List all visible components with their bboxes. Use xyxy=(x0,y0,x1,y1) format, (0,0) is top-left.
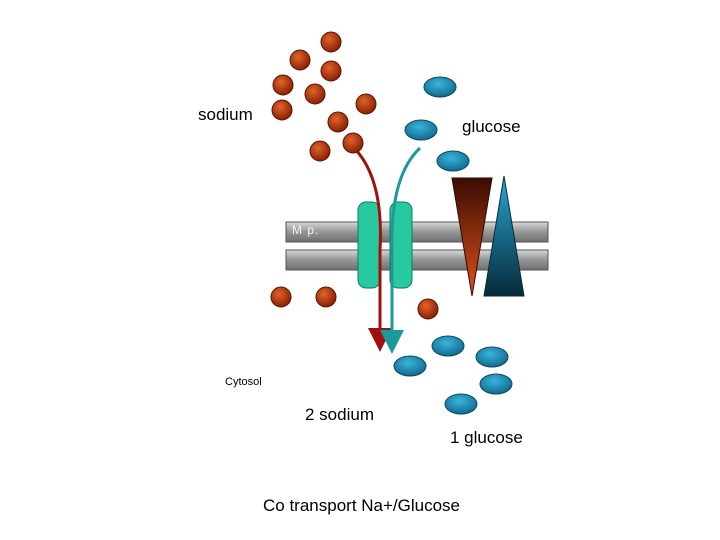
sodium-ion xyxy=(289,49,311,71)
sodium-ions-outside xyxy=(271,31,377,162)
transporter-left-subunit xyxy=(357,201,381,289)
sodium-ion xyxy=(320,60,342,82)
glucose-label: glucose xyxy=(462,117,521,136)
glucose-molecule xyxy=(431,335,465,357)
sodium-ion xyxy=(271,99,293,121)
sodium-ion xyxy=(355,93,377,115)
glucose-count-label: 1 glucose xyxy=(450,428,523,447)
glucose-molecule xyxy=(423,76,457,98)
sodium-gradient-triangle xyxy=(451,177,493,297)
sodium-transport-arrow xyxy=(350,144,392,352)
glucose-molecule xyxy=(436,150,470,172)
sodium-ion xyxy=(417,298,439,320)
sodium-count-label: 2 sodium xyxy=(305,405,374,424)
sodium-ion xyxy=(342,132,364,154)
glucose-gradient-triangle xyxy=(483,175,525,297)
diagram-caption: Co transport Na+/Glucose xyxy=(263,496,461,515)
glucose-molecule xyxy=(475,346,509,368)
glucose-molecule xyxy=(444,393,478,415)
sodium-ion xyxy=(320,31,342,53)
glucose-molecules-inside xyxy=(393,335,513,415)
membrane-label: M p. xyxy=(292,223,320,237)
sodium-ion xyxy=(315,286,337,308)
glucose-transport-arrow xyxy=(380,146,422,354)
sodium-label: sodium xyxy=(198,105,253,124)
glucose-molecule xyxy=(404,119,438,141)
cytosol-label: Cytosol xyxy=(225,376,262,388)
sodium-ion xyxy=(304,83,326,105)
glucose-molecule xyxy=(479,373,513,395)
sodium-ion xyxy=(270,286,292,308)
glucose-molecules-outside xyxy=(404,76,470,172)
glucose-molecule xyxy=(393,355,427,377)
transporter-right-subunit xyxy=(389,201,413,289)
sodium-ion xyxy=(272,74,294,96)
membrane-inner-layer xyxy=(285,249,549,271)
sodium-ion xyxy=(309,140,331,162)
sodium-ions-inside xyxy=(270,286,439,320)
sodium-ion xyxy=(327,111,349,133)
